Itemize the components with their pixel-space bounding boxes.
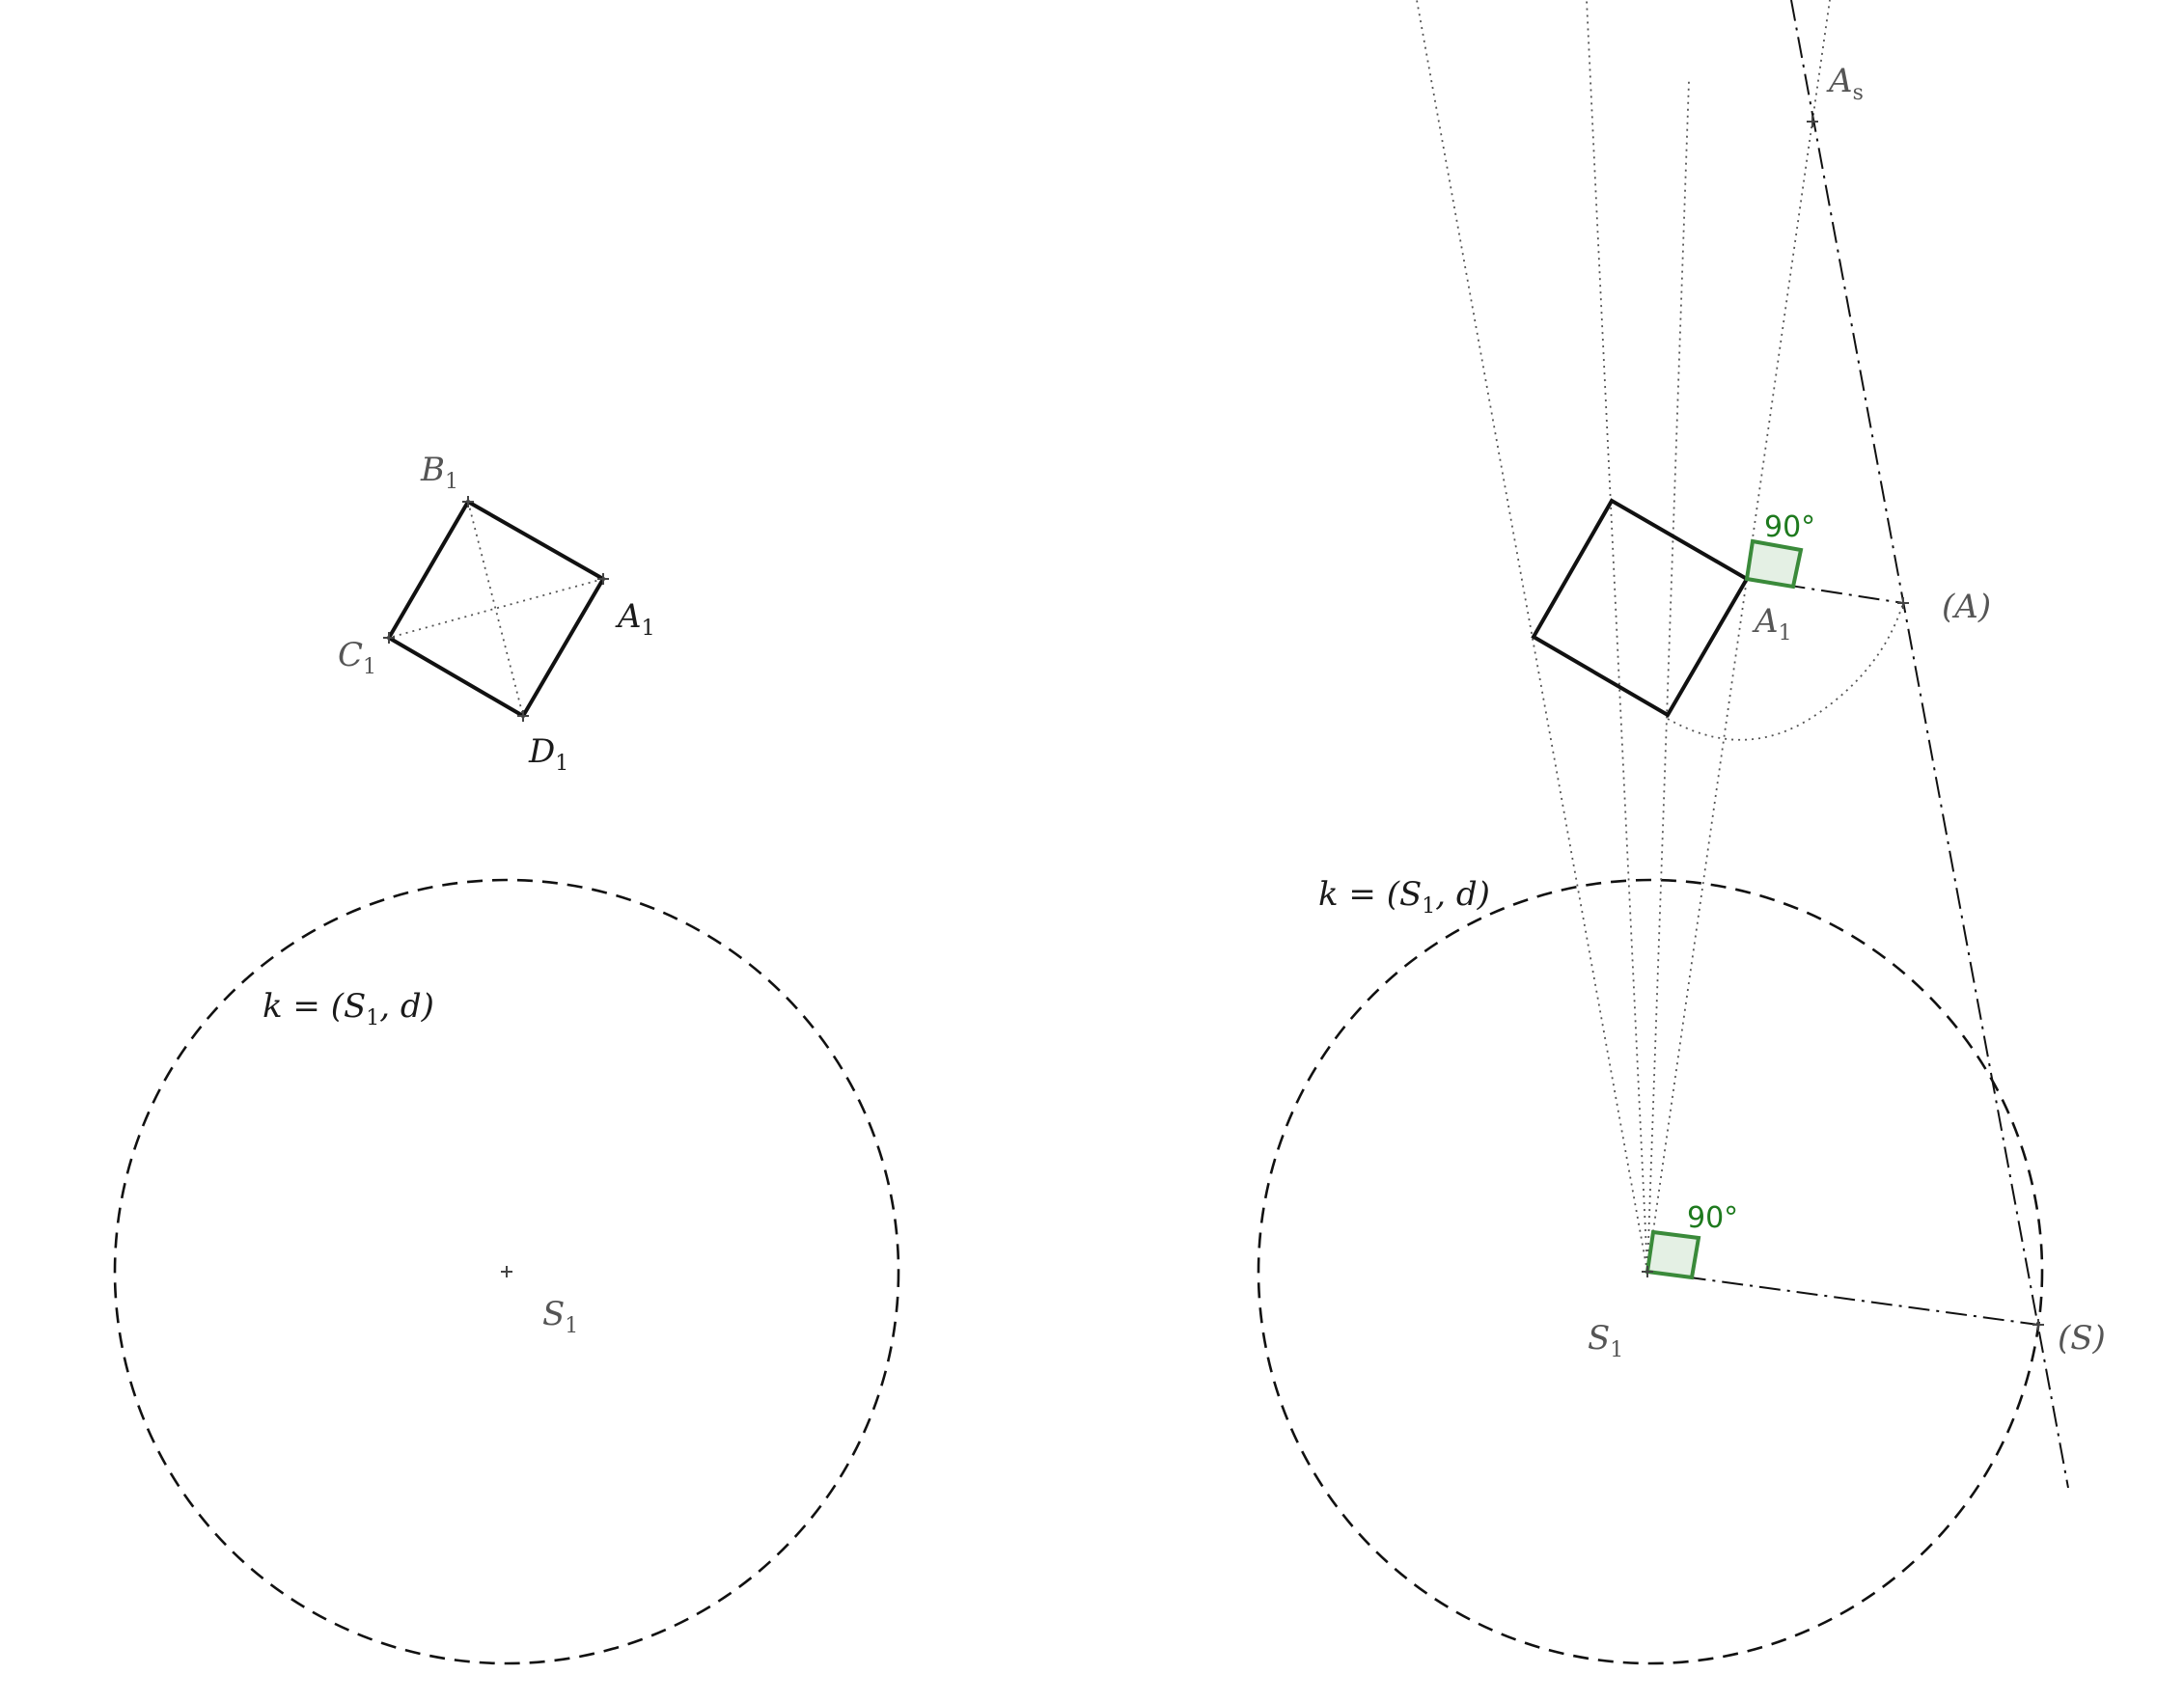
left-circle-k: [113, 878, 900, 1665]
line-s1-to-s-rot: [1646, 1271, 2039, 1326]
label-right-circle-k: k = (S1, d): [1318, 875, 1490, 919]
line-through-as-and-s: [1790, 0, 2069, 1489]
right-figure: 90° 90° As (A) A1 (S) S1 k = (S1, d): [1257, 0, 2106, 1665]
line-a1-to-a-rot: [1746, 578, 1904, 604]
dotted-projection-rays: [1416, 0, 1831, 1273]
label-left-s1: S1: [542, 1295, 578, 1338]
label-right-as: As: [1826, 62, 1864, 105]
right-circle-k: [1257, 878, 2044, 1665]
rotation-arc: [1667, 602, 1904, 741]
label-right-a-rot: (A): [1942, 588, 1991, 626]
left-point-marks: [383, 496, 609, 1277]
label-right-a1: A1: [1752, 602, 1792, 645]
label-left-circle-k: k = (S1, d): [263, 987, 434, 1030]
left-diagonal-ac: [388, 578, 604, 639]
label-left-d1: D1: [528, 732, 568, 776]
label-left-a1: A1: [615, 597, 655, 641]
angle-label-top: 90°: [1764, 510, 1815, 544]
angle-label-bottom: 90°: [1687, 1201, 1738, 1235]
label-left-c1: C1: [338, 636, 376, 679]
label-right-s1: S1: [1588, 1319, 1623, 1362]
label-right-s-rot: (S): [2058, 1319, 2106, 1358]
left-diagonal-bd: [467, 501, 524, 717]
right-angle-marker-bottom: [1645, 1229, 1701, 1280]
label-left-b1: B1: [420, 451, 458, 494]
left-square-base: [386, 499, 606, 719]
right-point-marks: [1642, 116, 2044, 1331]
right-square-base: [1531, 498, 1750, 718]
left-figure: A1 B1 C1 D1 S1 k = (S1, d): [113, 451, 900, 1665]
right-angle-marker-top: [1744, 538, 1804, 590]
